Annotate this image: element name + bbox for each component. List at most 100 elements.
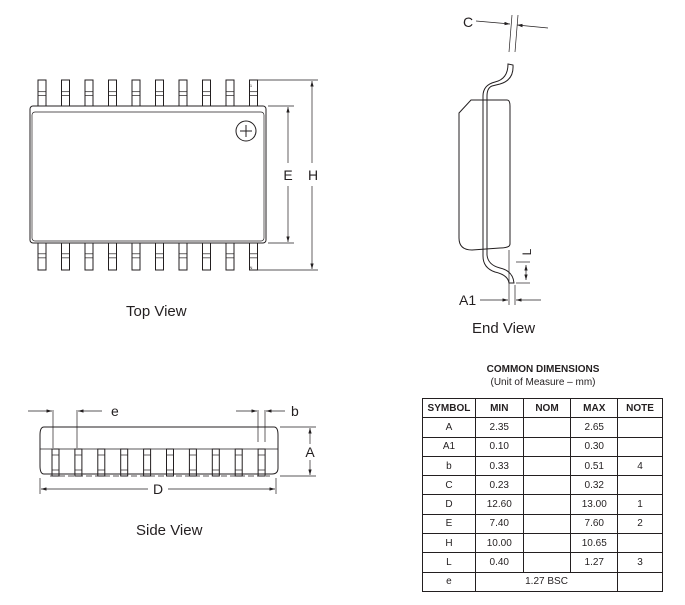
min-cell: 0.10 xyxy=(474,436,524,457)
table-row: e 1.27 BSC xyxy=(422,571,663,592)
side-view-pins xyxy=(51,448,266,477)
nom-cell xyxy=(522,417,572,438)
nom-cell xyxy=(522,475,572,496)
bottom-pin xyxy=(108,242,117,271)
max-cell: 0.32 xyxy=(570,475,619,496)
top-pin xyxy=(108,79,117,107)
note-cell: 2 xyxy=(617,513,663,535)
top-pin xyxy=(61,79,70,107)
side-pin xyxy=(166,448,174,477)
pin1-indicator-icon xyxy=(235,120,257,142)
symbol-cell: E xyxy=(422,513,476,535)
max-cell: 13.00 xyxy=(570,494,619,515)
min-cell: 10.00 xyxy=(474,533,524,554)
max-cell: 2.65 xyxy=(570,417,619,438)
pin1-label: 1 xyxy=(250,83,253,88)
symbol-cell: A xyxy=(422,417,476,438)
max-cell: 0.30 xyxy=(570,436,619,457)
symbol-cell: b xyxy=(422,455,476,477)
note-cell: 3 xyxy=(617,552,663,573)
pinN-label: N xyxy=(250,265,253,270)
side-pin xyxy=(97,448,106,477)
side-pin xyxy=(143,448,152,477)
symbol-cell: H xyxy=(422,533,476,554)
nom-cell xyxy=(522,436,572,457)
max-cell: 10.65 xyxy=(570,533,619,554)
dimension-D-label: D xyxy=(153,481,163,497)
side-view-body xyxy=(39,426,279,475)
side-pin xyxy=(234,448,243,477)
bottom-pin xyxy=(84,242,94,271)
table-title: COMMON DIMENSIONS xyxy=(486,364,600,375)
header-nom: NOM xyxy=(522,397,572,419)
value-cell: 1.27 BSC xyxy=(474,571,619,592)
top-pin xyxy=(178,79,188,107)
table-header-row: SYMBOL MIN NOM MAX NOTE xyxy=(422,397,663,419)
bottom-pin xyxy=(61,242,70,271)
table-subtitle: (Unit of Measure – mm) xyxy=(490,377,596,388)
note-cell xyxy=(617,533,663,554)
side-pin xyxy=(188,448,197,477)
nom-cell xyxy=(522,533,572,554)
note-cell xyxy=(617,475,663,496)
top-view-body xyxy=(29,105,267,244)
min-cell: 12.60 xyxy=(474,494,524,515)
header-note: NOTE xyxy=(617,397,663,419)
max-cell: 1.27 xyxy=(570,552,619,573)
symbol-cell: L xyxy=(422,552,476,573)
top-pin xyxy=(84,79,94,107)
end-view-lead xyxy=(482,63,515,284)
dimension-H-label: H xyxy=(308,167,318,183)
dimension-e-label: e xyxy=(111,403,119,419)
top-view-caption: Top View xyxy=(126,303,187,320)
min-cell: 0.33 xyxy=(474,455,524,477)
note-cell xyxy=(617,571,663,592)
top-pin xyxy=(155,79,164,107)
dimension-L-label: L xyxy=(520,248,534,255)
top-pin xyxy=(37,79,47,107)
min-cell: 7.40 xyxy=(474,513,524,535)
note-cell: 1 xyxy=(617,494,663,515)
note-cell: 4 xyxy=(617,455,663,477)
top-view: 1 N E H xyxy=(29,79,318,271)
bottom-pin xyxy=(37,242,47,271)
end-view-body xyxy=(458,99,511,251)
min-cell: 0.40 xyxy=(474,552,524,573)
side-pin xyxy=(211,448,220,477)
nom-cell xyxy=(522,552,572,573)
top-view-body-inner xyxy=(31,111,265,242)
bottom-pin xyxy=(131,242,141,271)
header-max: MAX xyxy=(570,397,619,419)
side-pin xyxy=(74,448,83,477)
min-cell: 2.35 xyxy=(474,417,524,438)
end-view-caption: End View xyxy=(472,320,536,337)
header-min: MIN xyxy=(474,397,524,419)
end-view: C A1 L xyxy=(458,14,549,308)
max-cell: 0.51 xyxy=(570,455,619,477)
bottom-pin xyxy=(202,242,211,271)
side-pin xyxy=(51,448,60,477)
side-view: e b A D xyxy=(28,403,316,497)
symbol-cell: D xyxy=(422,494,476,515)
symbol-cell: e xyxy=(422,571,476,592)
header-symbol: SYMBOL xyxy=(422,397,476,419)
bottom-pin xyxy=(225,242,235,271)
bottom-pin xyxy=(178,242,188,271)
dimension-E-label: E xyxy=(283,167,292,183)
top-view-pins xyxy=(37,79,258,271)
top-pin xyxy=(225,79,235,107)
min-cell: 0.23 xyxy=(474,475,524,496)
dimension-C-label: C xyxy=(463,14,473,30)
symbol-cell: A1 xyxy=(422,436,476,457)
note-cell xyxy=(617,436,663,457)
dimension-A-label: A xyxy=(305,444,315,460)
nom-cell xyxy=(522,513,572,535)
